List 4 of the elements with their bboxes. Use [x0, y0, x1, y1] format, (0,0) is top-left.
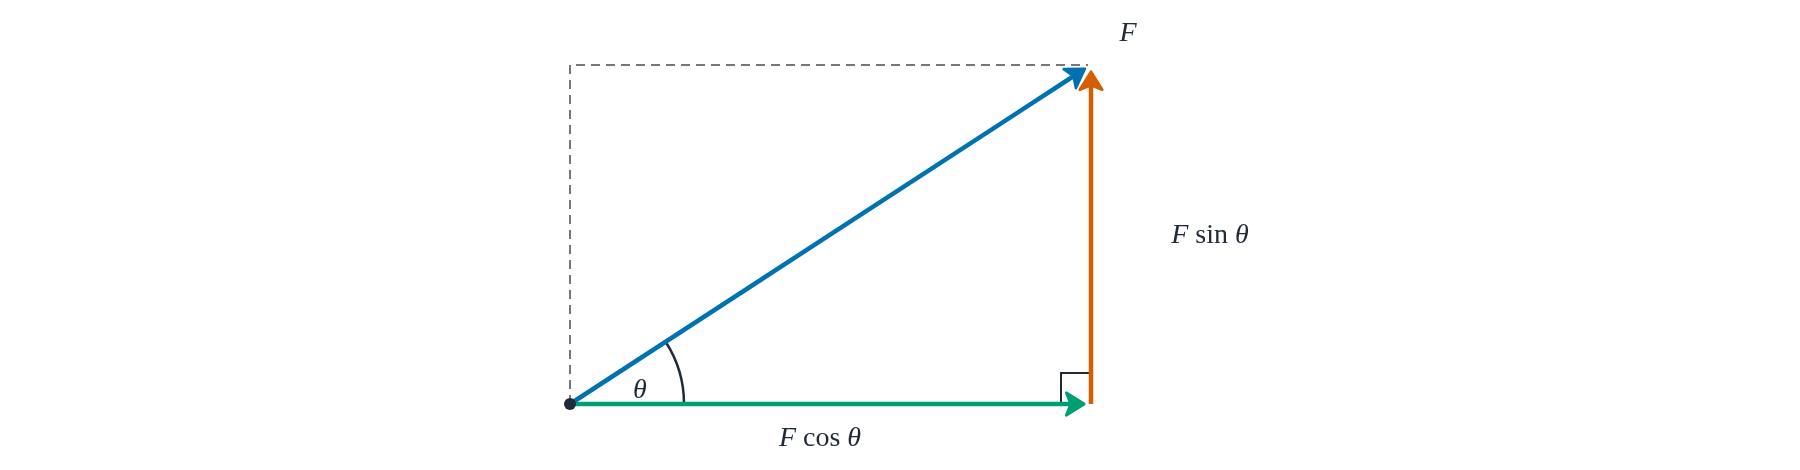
math-label: F cos θ — [778, 423, 862, 451]
math-label: F sin θ — [1171, 220, 1249, 248]
math-label: θ — [633, 375, 647, 403]
math-label: F — [1119, 18, 1137, 46]
